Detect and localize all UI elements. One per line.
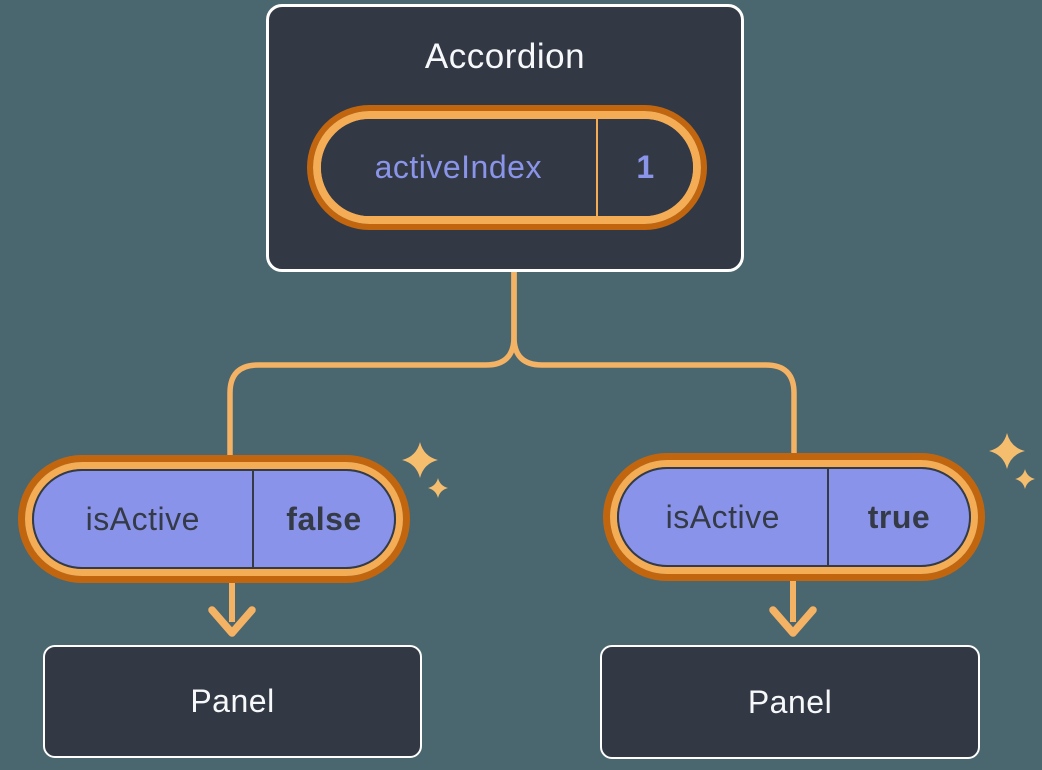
state-pill: activeIndex 1 xyxy=(307,105,707,230)
prop-label: isActive xyxy=(665,498,780,535)
state-value: 1 xyxy=(636,149,655,185)
prop-pill-left-ring: isActive false xyxy=(25,462,403,576)
sparkle-icon xyxy=(428,478,448,498)
arrow-down-icon-right xyxy=(769,606,817,637)
panel-box-left: Panel xyxy=(43,645,422,758)
pill-divider xyxy=(595,119,598,216)
state-pill-body: activeIndex 1 xyxy=(321,119,693,216)
state-label: activeIndex xyxy=(374,149,542,185)
pill-divider xyxy=(251,471,254,567)
prop-pill-right-body: isActive true xyxy=(617,467,971,567)
prop-label: isActive xyxy=(85,500,200,537)
arrow-down-icon-left xyxy=(208,606,256,637)
panel-box-right: Panel xyxy=(600,645,980,759)
prop-pill-left: isActive false xyxy=(18,455,410,583)
tree-connector-left xyxy=(227,272,517,458)
sparkle-icon xyxy=(989,433,1025,469)
prop-value: false xyxy=(286,500,362,537)
prop-value: true xyxy=(867,498,931,535)
sparkle-icon xyxy=(402,442,438,478)
prop-pill-right: isActive true xyxy=(603,453,985,581)
state-pill-ring: activeIndex 1 xyxy=(313,111,701,224)
prop-pill-left-body: isActive false xyxy=(32,469,396,569)
pill-divider xyxy=(826,469,829,565)
sparkle-icon xyxy=(1015,469,1035,489)
tree-connector-right xyxy=(511,272,797,458)
panel-label: Panel xyxy=(747,683,833,720)
prop-pill-right-ring: isActive true xyxy=(610,460,978,574)
panel-label: Panel xyxy=(190,683,275,719)
accordion-title: Accordion xyxy=(424,37,586,76)
